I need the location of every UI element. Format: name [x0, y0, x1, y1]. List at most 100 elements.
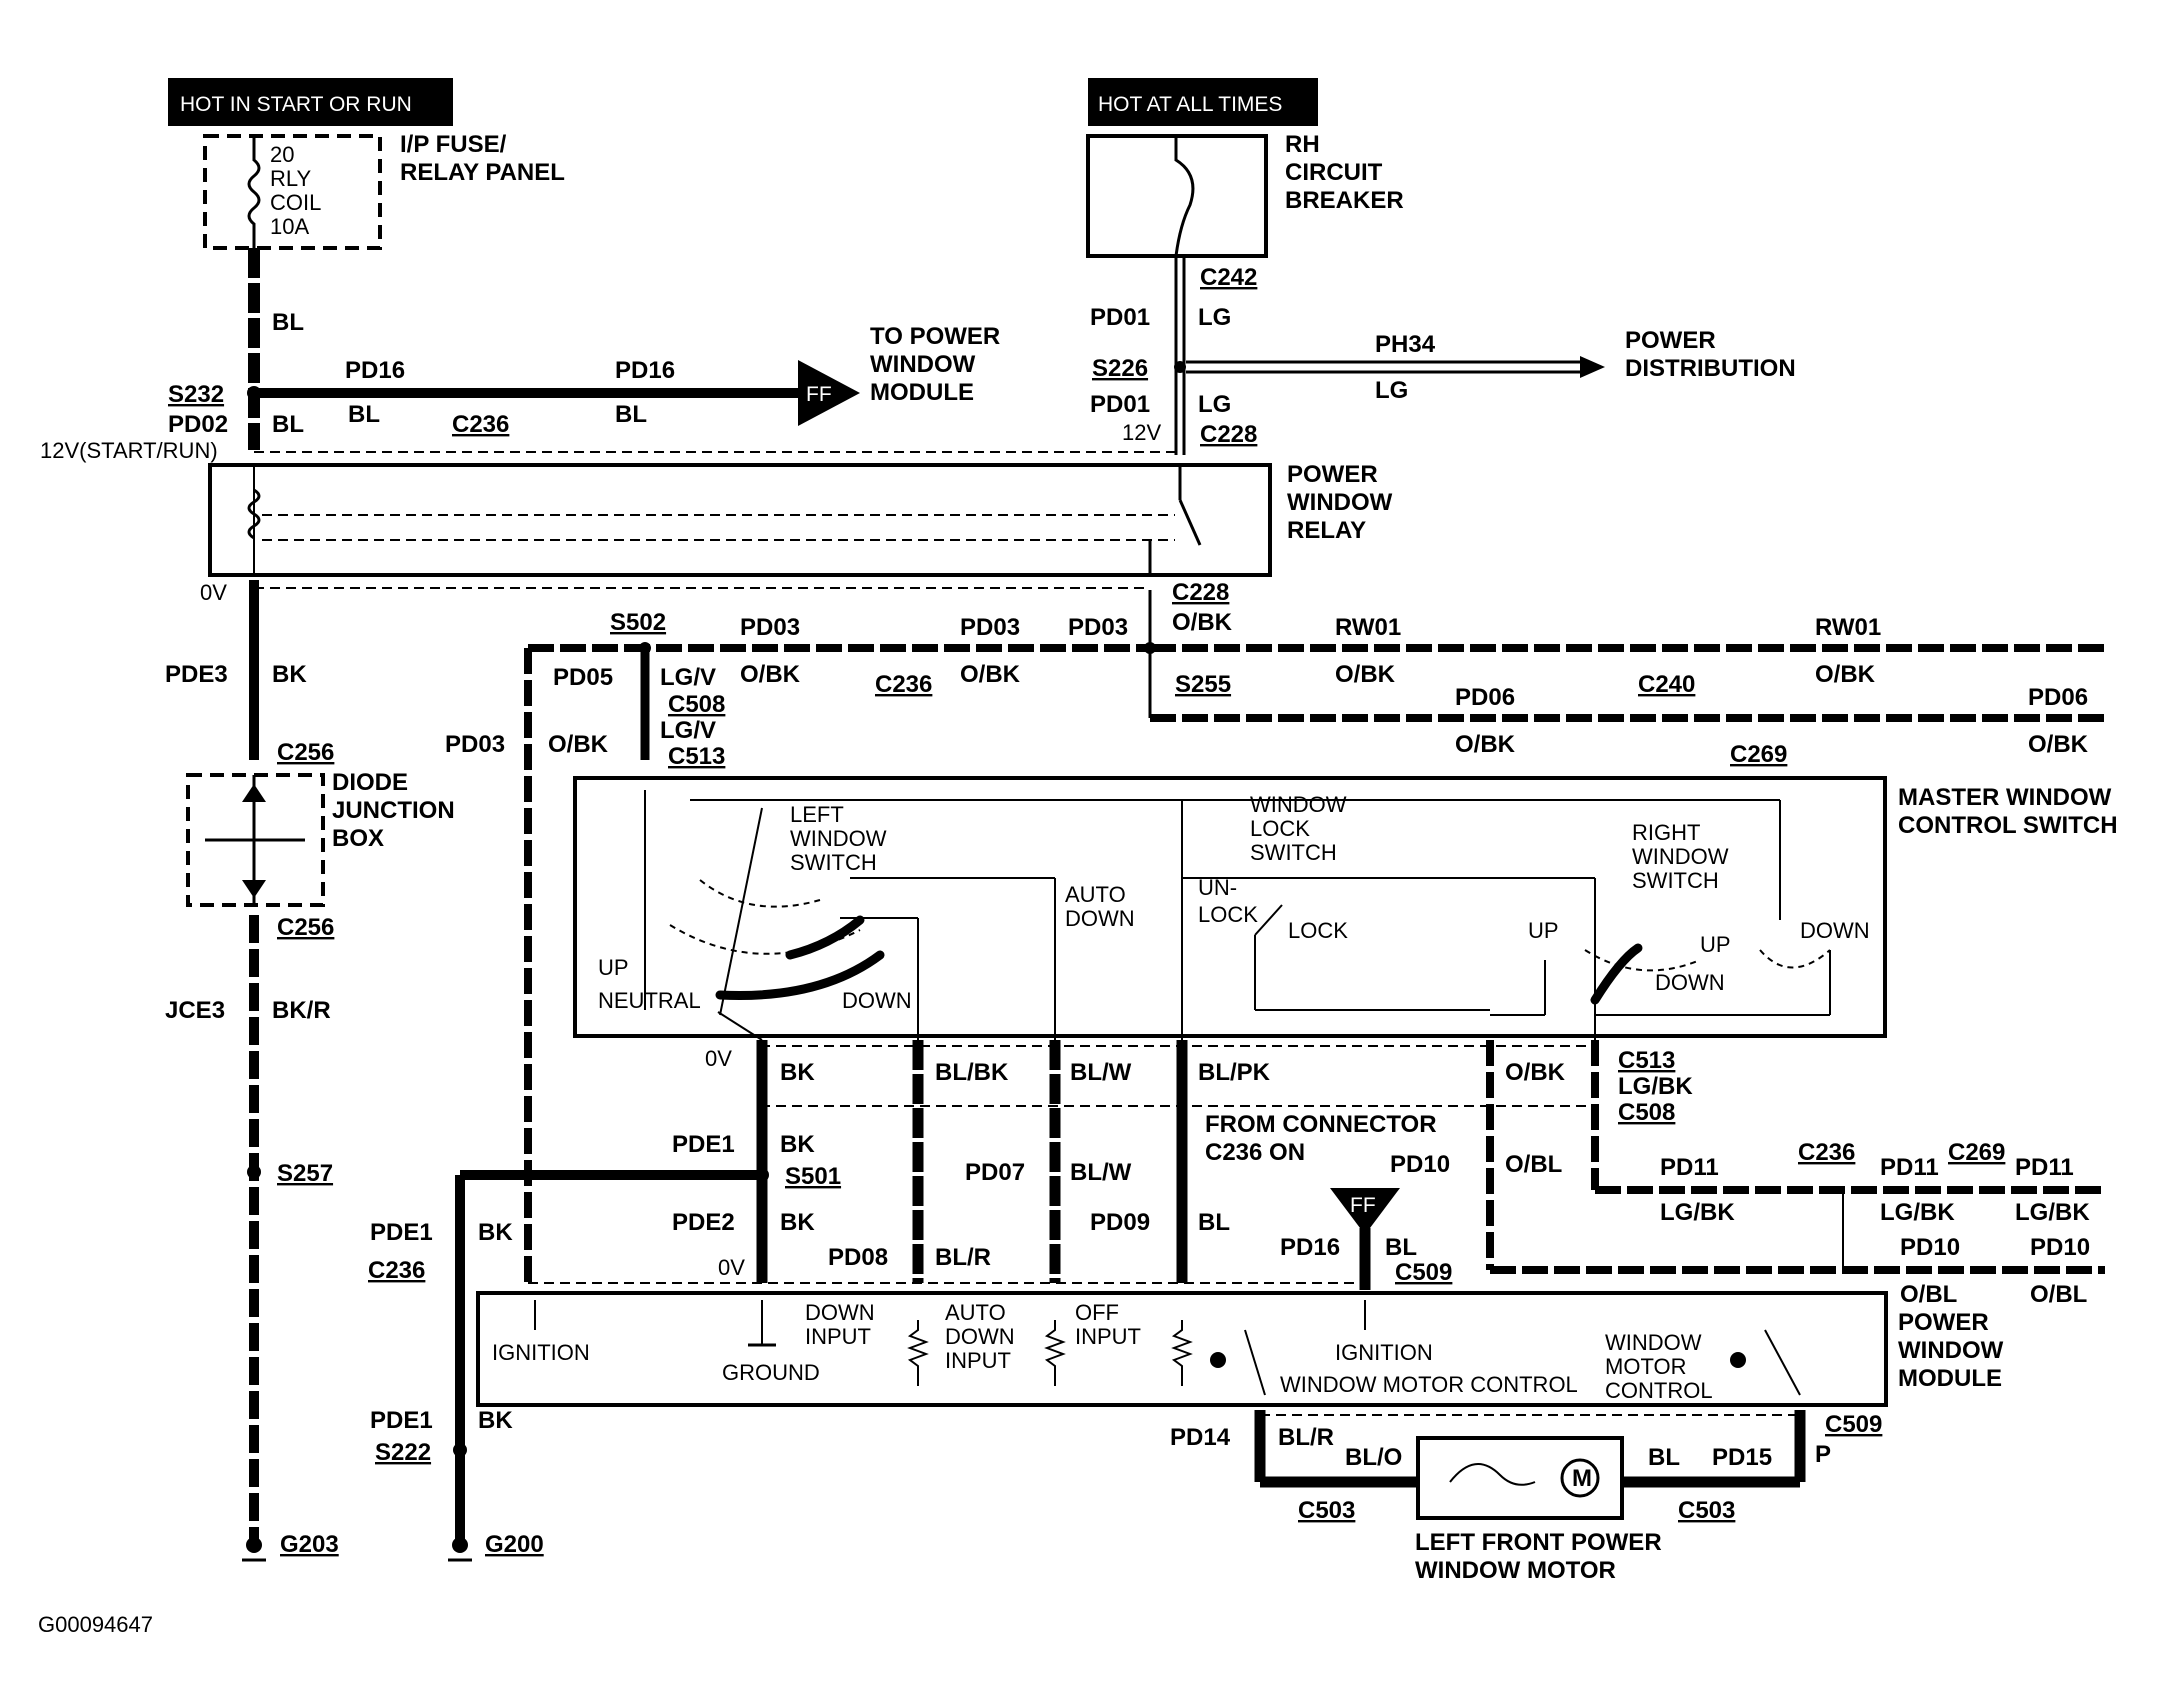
label-blr-2: BL/R [1278, 1424, 1334, 1451]
label-s232: S232 [168, 381, 224, 408]
label-obk-g: O/BK [1455, 731, 1516, 758]
right-switch-arc-2 [1759, 949, 1831, 969]
down-right-2: DOWN [1800, 918, 1870, 943]
diode-name-2: JUNCTION [332, 797, 455, 824]
label-blr: BL/R [935, 1244, 991, 1271]
left-switch-2: WINDOW [790, 826, 887, 851]
ff-funnel-text: FF [1350, 1194, 1376, 1217]
right-switch-3: SWITCH [1632, 868, 1719, 893]
label-c503-b: C503 [1678, 1497, 1735, 1524]
module-res-3 [1171, 1320, 1193, 1386]
power-dist-1: POWER [1625, 327, 1716, 354]
up-right-1: UP [1528, 918, 1559, 943]
label-pd10-b: PD10 [1900, 1234, 1960, 1261]
label-obk-m: O/BK [1505, 1059, 1566, 1086]
motor-winding [1449, 1463, 1536, 1486]
label-lgbk-2: LG/BK [1660, 1199, 1735, 1226]
label-blbk: BL/BK [935, 1059, 1009, 1086]
module-down-1: DOWN [805, 1300, 875, 1325]
label-pd03-d: PD03 [445, 731, 505, 758]
label-pd08: PD08 [828, 1244, 888, 1271]
label-c236-b: C236 [875, 671, 932, 698]
module-ignition: IGNITION [492, 1340, 590, 1365]
auto-down-2: DOWN [1065, 906, 1135, 931]
header-hot-start-run-text: HOT IN START OR RUN [180, 93, 412, 116]
breaker-name-1: RH [1285, 131, 1320, 158]
module-wmc: WINDOW MOTOR CONTROL [1280, 1372, 1578, 1397]
label-c503-a: C503 [1298, 1497, 1355, 1524]
module-res-1 [907, 1320, 929, 1386]
label-s255: S255 [1175, 671, 1231, 698]
splice-s226 [1174, 361, 1186, 373]
label-pd10-c: PD10 [2030, 1234, 2090, 1261]
relay-name-1: POWER [1287, 461, 1378, 488]
label-bl-1: BL [272, 309, 304, 336]
label-c509-b: C509 [1825, 1411, 1882, 1438]
left-switch-arc-2 [669, 924, 861, 955]
label-c236-c: C236 [1798, 1139, 1855, 1166]
left-switch-contact-1 [785, 915, 865, 960]
label-rw01-a: RW01 [1335, 614, 1401, 641]
label-bl-z: BL [1648, 1444, 1680, 1471]
fuse-name-1: I/P FUSE/ [400, 131, 507, 158]
label-c269-a: C269 [1730, 741, 1787, 768]
label-0v-b: 0V [705, 1046, 732, 1071]
module-auto-2: DOWN [945, 1324, 1015, 1349]
label-pde3: PDE3 [165, 661, 228, 688]
fuse-text-1: 20 [270, 142, 294, 167]
master-switch-box [573, 776, 1887, 1038]
fuse-text-4: 10A [270, 214, 309, 239]
label-pde1-b: PDE1 [370, 1219, 433, 1246]
label-pd06-b: PD06 [2028, 684, 2088, 711]
ff-arrow-text: FF [806, 383, 832, 406]
label-lgbk: LG/BK [1618, 1073, 1693, 1100]
module-wmc2-3: CONTROL [1605, 1378, 1713, 1403]
motor-box [1416, 1436, 1624, 1520]
breaker-name-2: CIRCUIT [1285, 159, 1383, 186]
label-bk-m: BK [780, 1059, 815, 1086]
right-switch-1: RIGHT [1632, 820, 1700, 845]
label-g200: G200 [485, 1531, 544, 1558]
motor-name-1: LEFT FRONT POWER [1415, 1529, 1662, 1556]
label-pd15: PD15 [1712, 1444, 1772, 1471]
module-ground: GROUND [722, 1360, 820, 1385]
module-auto-1: AUTO [945, 1300, 1006, 1325]
label-12v: 12V [1122, 420, 1161, 445]
label-pd14: PD14 [1170, 1424, 1231, 1451]
label-ph34: PH34 [1375, 331, 1436, 358]
arrow-power-distribution [1580, 356, 1605, 378]
label-pde2: PDE2 [672, 1209, 735, 1236]
unlock-1: UN- [1198, 875, 1237, 900]
label-c508-b: C508 [1618, 1099, 1675, 1126]
label-obk-d: O/BK [548, 731, 609, 758]
relay-name-3: RELAY [1287, 517, 1366, 544]
module-wmc2-2: MOTOR [1605, 1354, 1686, 1379]
lock-switch-2: LOCK [1250, 816, 1310, 841]
label-pd16-b: PD16 [615, 357, 675, 384]
diode-up [242, 784, 266, 802]
to-module-1: TO POWER [870, 323, 1000, 350]
label-c513-a: C513 [668, 743, 725, 770]
module-off-2: INPUT [1075, 1324, 1141, 1349]
label-bl-a: BL [348, 401, 380, 428]
motor-name-2: WINDOW MOTOR [1415, 1557, 1616, 1584]
left-switch-arc-1 [699, 879, 821, 908]
header-hot-all-times [1088, 78, 1318, 126]
label-pd10-a: PD10 [1390, 1151, 1450, 1178]
splice-s501 [755, 1168, 769, 1182]
ground-g203 [246, 1537, 262, 1553]
label-blo: BL/O [1345, 1444, 1402, 1471]
module-relay-arm-1 [1244, 1329, 1266, 1396]
label-obl-3: O/BL [2030, 1281, 2087, 1308]
breaker-name-3: BREAKER [1285, 187, 1404, 214]
left-switch-pole [719, 807, 763, 1016]
label-s257: S257 [277, 1160, 333, 1187]
module-relay-coil-1 [1210, 1352, 1226, 1368]
lock-switch-1: WINDOW [1250, 792, 1347, 817]
label-pd02: PD02 [168, 411, 228, 438]
down-label: DOWN [842, 988, 912, 1013]
master-title-1: MASTER WINDOW [1898, 784, 2112, 811]
motor-symbol-text: M [1572, 1465, 1592, 1492]
label-pd01-b: PD01 [1090, 391, 1150, 418]
module-wmc2-1: WINDOW [1605, 1330, 1702, 1355]
